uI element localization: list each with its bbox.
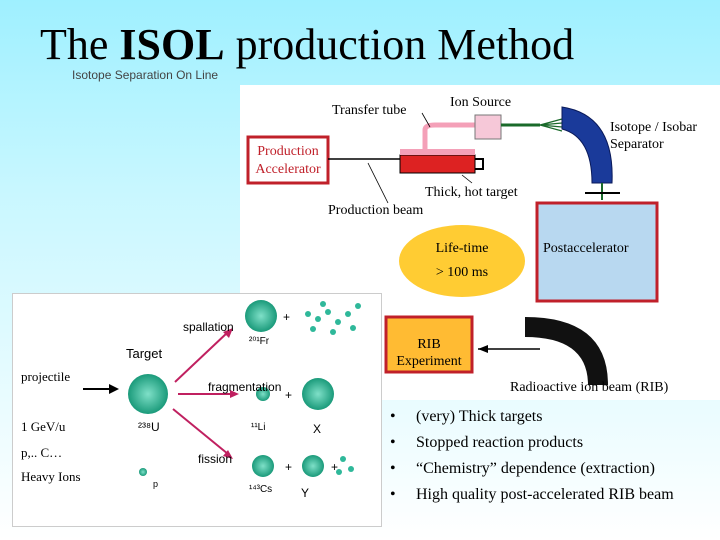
postaccelerator-box — [535, 201, 659, 303]
radioactive-beam-label: Radioactive ion beam (RIB) — [510, 380, 669, 395]
cluster-dot — [336, 469, 342, 475]
page-title: The ISOL production Method — [40, 20, 575, 69]
list-item: •(very) Thick targets — [390, 408, 543, 425]
reactions-panel: Target projectile spallation fragmentati… — [12, 293, 382, 527]
u238-nucleus — [128, 374, 168, 414]
target-label: Target — [126, 346, 163, 361]
y-label: Y — [301, 486, 310, 500]
bullet-icon: • — [390, 408, 396, 425]
cluster-dot — [310, 326, 316, 332]
spallation-label: spallation — [183, 320, 234, 334]
cluster-dot — [305, 311, 311, 317]
cluster-dot — [355, 303, 361, 309]
bullet-icon: • — [390, 486, 396, 503]
plus-sign: + — [331, 460, 339, 474]
heavy-ions-label: Heavy Ions — [21, 469, 81, 484]
plus-sign: + — [285, 460, 293, 474]
bending-magnet — [525, 317, 608, 385]
production-beam-label: Production beam — [328, 203, 424, 218]
target-heater — [400, 149, 475, 155]
bullet-icon: • — [390, 460, 396, 477]
particles-label: p,.. C… — [21, 445, 63, 460]
proton-dot — [139, 468, 147, 476]
transfer-tube — [422, 122, 475, 149]
cluster-dot — [330, 329, 336, 335]
energy-label: 1 GeV/u — [21, 419, 66, 434]
fr-label: ²⁰¹Fr — [249, 336, 270, 347]
rib-beam-arrowhead — [478, 345, 488, 353]
cluster-dot — [320, 301, 326, 307]
ion-source-label: Ion Source — [450, 95, 512, 110]
cluster-dot — [315, 316, 321, 322]
page-subtitle: Isotope Separation On Line — [72, 68, 219, 82]
li-label: ¹¹Li — [251, 422, 266, 433]
list-item: •High quality post-accelerated RIB beam — [390, 486, 674, 503]
cluster-dot — [325, 309, 331, 315]
cluster-dot — [340, 456, 346, 462]
x-nucleus — [302, 378, 334, 410]
cs-label: ¹⁴³Cs — [249, 484, 273, 495]
cs-nucleus — [252, 455, 274, 477]
list-item: •Stopped reaction products — [390, 434, 584, 451]
rib-experiment-box — [384, 315, 474, 374]
projectile-label: projectile — [21, 369, 71, 384]
pointer-target — [461, 174, 473, 184]
production-accelerator-box — [246, 135, 330, 185]
projectile-arrowhead — [109, 384, 119, 394]
pointer-beam — [367, 162, 389, 204]
pointer-transfer — [421, 112, 431, 128]
cluster-dot — [348, 466, 354, 472]
reactions-graphics — [83, 300, 361, 477]
thick-target-label: Thick, hot target — [425, 185, 518, 200]
fission-arrow — [172, 408, 229, 455]
lifetime-label: Life-time> 100 ms — [435, 241, 489, 280]
feature-list: •(very) Thick targets •Stopped reaction … — [390, 408, 715, 512]
li-nucleus — [256, 387, 270, 401]
x-label: X — [313, 422, 322, 436]
list-item: •“Chemistry” dependence (extraction) — [390, 460, 655, 477]
fission-label: fission — [198, 452, 233, 466]
u238-label: ²³⁸U — [138, 420, 160, 434]
transfer-tube-label: Transfer tube — [332, 103, 407, 118]
cluster-dot — [345, 311, 351, 317]
plus-sign: + — [283, 310, 291, 324]
spallation-arrow — [174, 331, 229, 383]
beam-dump — [475, 158, 484, 170]
lifetime-ellipse — [399, 225, 525, 297]
separator-magnet — [561, 106, 613, 184]
postaccelerator-label: Postaccelerator — [543, 241, 629, 256]
spallation-arrowhead — [223, 328, 233, 338]
cluster-dot — [335, 319, 341, 325]
target-block — [399, 154, 476, 174]
fr-nucleus — [245, 300, 277, 332]
extraction-lines — [539, 118, 563, 132]
p-label: p — [153, 479, 159, 489]
cluster-dot — [350, 325, 356, 331]
diagram-graphics — [246, 106, 659, 385]
ion-source-box — [474, 114, 502, 140]
bullet-icon: • — [390, 434, 396, 451]
fragmentation-label: fragmentation — [208, 380, 282, 394]
plus-sign: + — [285, 388, 293, 402]
fission-arrowhead — [223, 450, 233, 459]
y-nucleus — [302, 455, 324, 477]
fragmentation-arrowhead — [230, 390, 239, 398]
